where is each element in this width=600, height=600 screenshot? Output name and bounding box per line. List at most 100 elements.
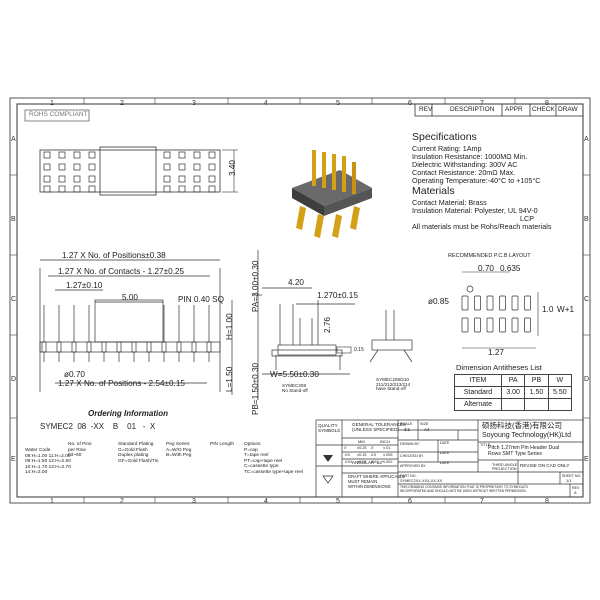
tolerance-cell: X bbox=[344, 446, 347, 450]
pcb-pad bbox=[524, 317, 531, 333]
top-pin bbox=[208, 185, 216, 193]
pcb-d2: 0.635 bbox=[500, 264, 521, 273]
pcb-title: RECOMMENDED P.C.B LAYOUT bbox=[448, 253, 531, 259]
grid-column-bottom: 4 bbox=[264, 498, 268, 505]
dim-table-title: Dimension Antitheses List bbox=[456, 363, 542, 372]
pcb-pad bbox=[474, 317, 481, 333]
grid-row-right: C bbox=[584, 296, 590, 303]
front-pin-joint bbox=[101, 341, 107, 353]
grid-column-top: 3 bbox=[192, 100, 196, 107]
top-pin bbox=[163, 163, 171, 171]
top-pin bbox=[58, 185, 66, 193]
top-height-label: 3.40 bbox=[228, 160, 237, 176]
grid-row-left: B bbox=[11, 216, 16, 223]
grid-column-bottom: 7 bbox=[480, 498, 484, 505]
top-pin bbox=[193, 185, 201, 193]
projection-label: THIRD ANGLE PROJECTION bbox=[492, 463, 518, 472]
tolerance-cell: .XXX bbox=[344, 460, 353, 464]
ordering-option: Peg Series A=W/O Peg B=With Peg bbox=[166, 442, 192, 459]
dim-table-cell: Alternate bbox=[454, 398, 502, 411]
revision-header-cell: DRAW bbox=[558, 106, 578, 113]
front-pin-joint bbox=[131, 341, 137, 353]
tolerance-cell: .XX bbox=[370, 453, 377, 457]
dim-table-cell bbox=[547, 398, 573, 411]
checked-by: CHECKED BY bbox=[400, 454, 424, 458]
front-pin-joint bbox=[191, 341, 197, 353]
top-pin bbox=[43, 151, 51, 159]
revision-header-cell: APPR bbox=[505, 106, 523, 113]
top-pin bbox=[88, 163, 96, 171]
ordering-code: SYMEC2 08 -XX B 01 - X bbox=[40, 422, 156, 431]
front-pin-joint bbox=[41, 341, 47, 353]
front-pin-joint bbox=[116, 341, 122, 353]
pcb-pad bbox=[524, 295, 531, 311]
part-number: SYMEC2XX-XXX-XX-XX bbox=[400, 479, 443, 483]
grid-row-left: A bbox=[11, 136, 16, 143]
dim-total-positions: 1.27 X No. of Positions±0.38 bbox=[62, 251, 166, 260]
dim-table-cell bbox=[524, 398, 549, 411]
grid-column-top: 6 bbox=[408, 100, 412, 107]
top-pin bbox=[178, 185, 186, 193]
grid-row-left: E bbox=[11, 456, 16, 463]
spec-line: Current Rating: 1Amp bbox=[412, 144, 482, 153]
tolerance-cell: .XX bbox=[344, 453, 351, 457]
ordering-option: Standard Plating G=Gold Flash Duplex pla… bbox=[118, 442, 159, 464]
tolerance-title: GENERAL TOLERANCES (UNLESS SPECIFIED) bbox=[352, 422, 407, 433]
front-pin-joint bbox=[56, 341, 62, 353]
gold-tail bbox=[332, 214, 342, 238]
scale-label: SCALE bbox=[400, 422, 413, 426]
dim-table-cell: 5.50 bbox=[547, 386, 573, 399]
note-standoff: SYMEC208/210 211/212/213/214 have Stand-… bbox=[376, 377, 411, 392]
front-pin-joint bbox=[86, 341, 92, 353]
material-line: LCP bbox=[520, 214, 534, 223]
top-pin bbox=[58, 151, 66, 159]
grid-column-bottom: 8 bbox=[545, 498, 549, 505]
revision-header-cell: DESCRIPTION bbox=[450, 106, 495, 113]
top-pin bbox=[58, 163, 66, 171]
tolerance-cell: .XXX bbox=[370, 460, 379, 464]
grid-row-left: C bbox=[11, 296, 17, 303]
materials-title: Materials bbox=[412, 185, 455, 197]
top-pin bbox=[208, 163, 216, 171]
pcb-pad bbox=[461, 295, 469, 311]
top-pin bbox=[88, 175, 96, 183]
top-pin bbox=[193, 151, 201, 159]
pcb-pad bbox=[511, 317, 519, 333]
date-label: DATE bbox=[440, 451, 450, 455]
dim-bottom: 1.27 X No. of Positions - 2.54±0.15 bbox=[58, 379, 185, 388]
grid-row-right: B bbox=[584, 216, 589, 223]
sheet-label: SHEET NO. bbox=[562, 474, 582, 478]
top-pin bbox=[163, 175, 171, 183]
grid-column-top: 5 bbox=[336, 100, 340, 107]
note-no-standoff: SYMEC208 No Stand-off bbox=[282, 383, 308, 393]
dim-table-header: PA bbox=[500, 374, 526, 387]
pcb-dia: ø0.85 bbox=[428, 297, 449, 306]
dim-table-header: W bbox=[547, 374, 573, 387]
dim-body: 5.00 bbox=[122, 293, 138, 302]
pcb-w2: W+1 bbox=[557, 305, 575, 314]
rohs-label: ROHS COMPLIANT bbox=[29, 111, 88, 118]
front-pin-joint bbox=[206, 341, 212, 353]
tolerance-cell: ±0.25 bbox=[357, 446, 367, 450]
grid-row-left: D bbox=[11, 376, 17, 383]
tolerance-head: MM bbox=[358, 439, 365, 444]
top-pin bbox=[178, 163, 186, 171]
ordering-option: Water Code 08:H=1.00 11:H=2.00 09:H=1.50… bbox=[25, 448, 71, 476]
rev-value: A bbox=[574, 490, 577, 495]
size-value: A4 bbox=[424, 427, 430, 432]
grid-column-top: 7 bbox=[480, 100, 484, 107]
date-label: DATE bbox=[440, 441, 450, 445]
pcb-w: 1.0 bbox=[542, 305, 554, 314]
dim-table-cell bbox=[500, 398, 526, 411]
drawing-title: Pitch 1.27mm Pin Header Dual Rows SMT Ty… bbox=[488, 445, 560, 457]
grid-column-bottom: 2 bbox=[120, 498, 124, 505]
tolerance-head: INCH bbox=[380, 439, 390, 444]
tolerance-cell: ±0.15 bbox=[357, 453, 367, 457]
dim-side-h: 2.76 bbox=[323, 317, 332, 333]
dim-table-cell: 3.00 bbox=[500, 386, 526, 399]
grid-row-right: E bbox=[584, 456, 589, 463]
date-label: DATE bbox=[440, 461, 450, 465]
title-label: TITLE bbox=[480, 443, 491, 447]
company-name-en: Soyoung Technology(HK)Ltd bbox=[482, 432, 571, 439]
